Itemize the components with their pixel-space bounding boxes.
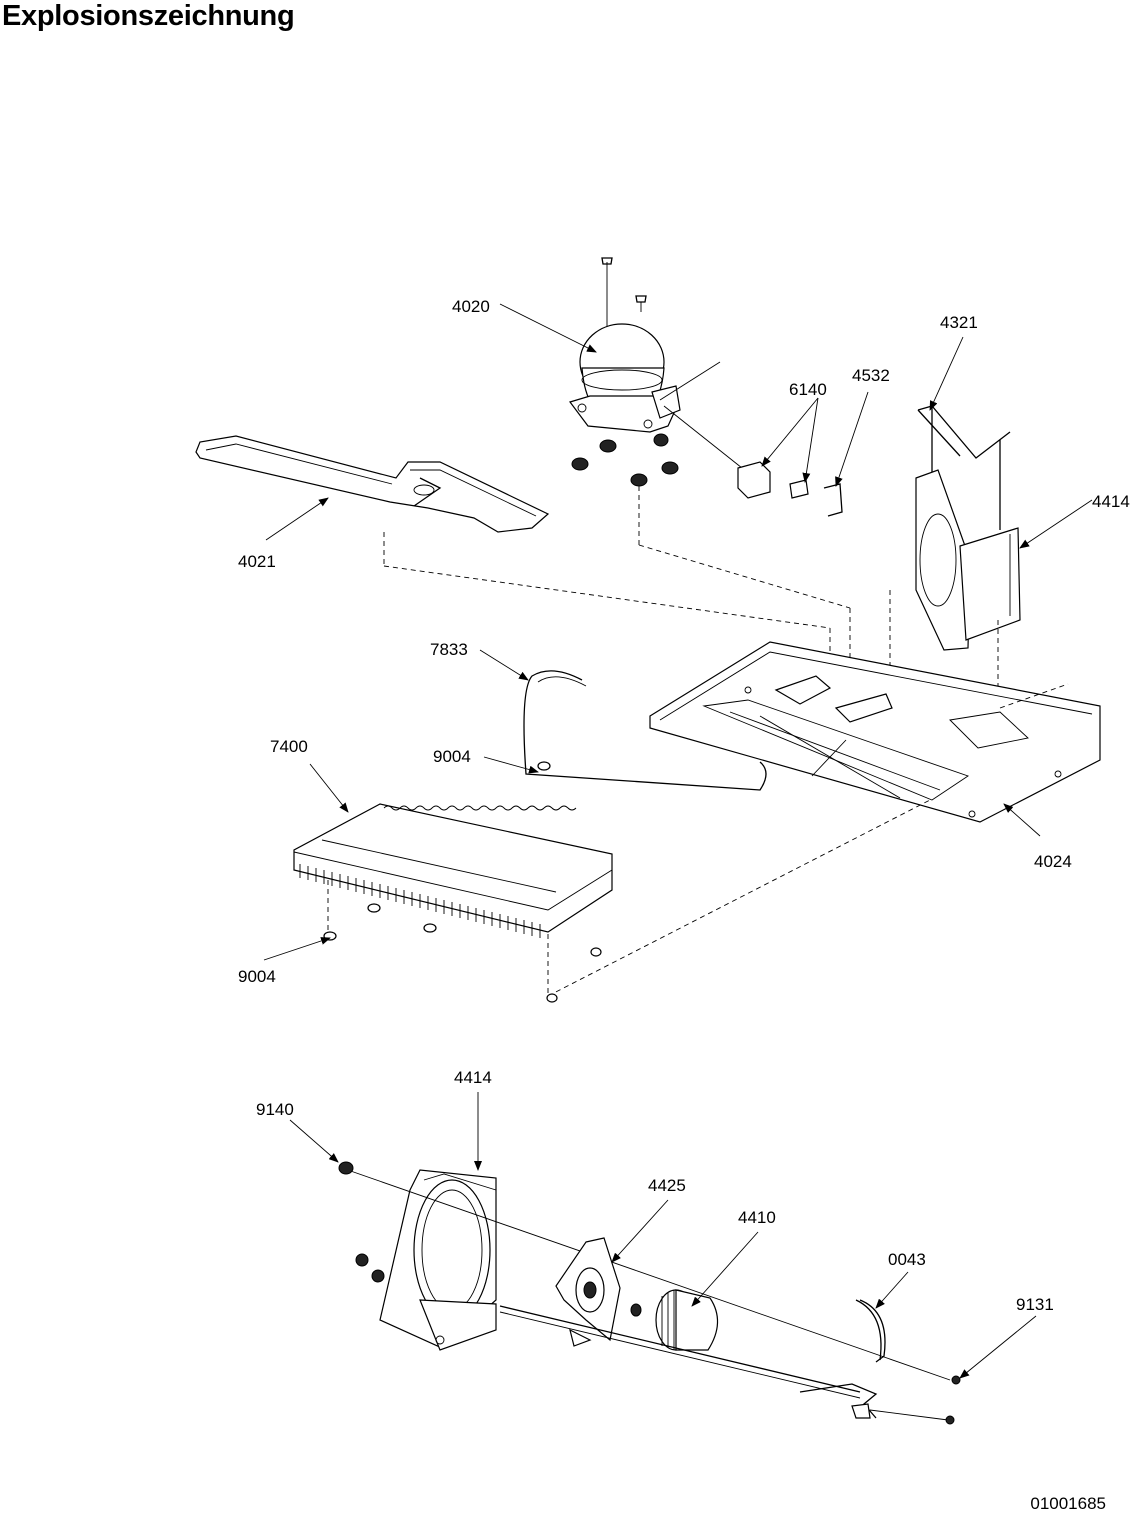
nut-9140 [338,1161,385,1283]
callout-7400: 7400 [270,737,308,756]
callout-9004-top: 9004 [433,747,471,766]
callout-4021: 4021 [238,552,276,571]
callout-9131: 9131 [1016,1295,1054,1314]
compressor-part [569,257,743,469]
fan-shroud-bottom [341,1167,951,1381]
callout-4020: 4020 [452,297,490,316]
evaporator-part [293,761,931,1003]
bracket-9131 [799,1375,961,1425]
callout-9004-bottom: 9004 [238,967,276,986]
base-plate-part [649,641,1101,823]
drain-pan-part [195,435,831,700]
callout-0043: 0043 [888,1250,926,1269]
drain-tube-part [523,670,767,791]
callout-4414-bottom: 4414 [454,1068,492,1087]
callout-4410: 4410 [738,1208,776,1227]
document-number: 01001685 [1030,1494,1106,1513]
callout-4532: 4532 [852,366,890,385]
fan-blade-part [555,1237,621,1347]
fan-motor-part [499,1289,861,1399]
bracket-0043 [855,1299,886,1363]
callout-4414-top: 4414 [1092,492,1130,511]
page-title: Explosionszeichnung [2,0,295,32]
callout-7833: 7833 [430,640,468,659]
relay-part [737,461,843,517]
callout-4321: 4321 [940,313,978,332]
callout-leaders [263,303,1093,1379]
callout-9140: 9140 [256,1100,294,1119]
fan-shroud-top [889,469,1021,720]
duct-part [917,405,1011,530]
callout-4425: 4425 [648,1176,686,1195]
evaporator-fins [299,805,577,938]
callout-6140: 6140 [789,380,827,399]
callout-4024: 4024 [1034,852,1072,871]
